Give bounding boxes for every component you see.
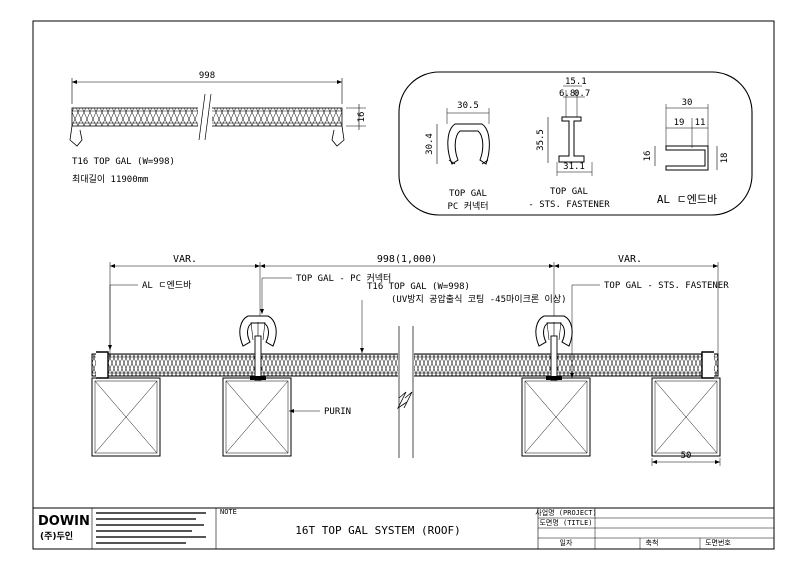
title-block: DOWIN (주)두인 NOTE 16T TOP GAL SYSTEM (ROO… <box>33 507 774 549</box>
end-bar-label: AL ㄷ엔드바 <box>657 193 717 206</box>
drawing-number-label: 도면번호 <box>705 538 731 547</box>
end-bar-w1-dim: 19 <box>674 118 685 128</box>
sheet-border <box>32 20 775 550</box>
callout-sheet-2: (UV방지 공압출식 코팅 -45마이크론 이상) <box>391 293 567 305</box>
section-pc-connector-left <box>239 315 277 381</box>
dim-50: 50 <box>681 451 692 461</box>
pc-connector-detail: 30.5 30.4 TOP GAL PC 커넥터 <box>425 101 490 212</box>
var-right-dim: VAR. <box>618 254 642 265</box>
pc-label-2: PC 커넥터 <box>447 201 488 212</box>
callout-pc-connector: TOP GAL - PC 커넥터 <box>296 273 391 284</box>
note-label: NOTE <box>220 508 237 516</box>
company-logo: DOWIN <box>38 514 90 529</box>
fastener-width-dim: 31.1 <box>563 162 585 172</box>
end-bar-detail: 30 19 11 16 18 AL ㄷ엔드바 <box>643 98 730 206</box>
drawing-name-label: 도면명 (TITLE) <box>539 518 592 527</box>
profile-max-length: 최대길이 11900mm <box>72 174 148 185</box>
pc-width-dim: 30.5 <box>457 101 479 111</box>
end-bar-h-left-dim: 16 <box>643 151 653 162</box>
fastener-height-dim: 35.5 <box>536 129 546 151</box>
detail-box: 30.5 30.4 TOP GAL PC 커넥터 15.1 6.8 0.7 35… <box>398 71 753 216</box>
pc-label-1: TOP GAL <box>449 189 487 199</box>
scale-label: 축척 <box>646 538 659 547</box>
end-bar-w2-dim: 11 <box>695 118 706 128</box>
profile-name: T16 TOP GAL (W=998) <box>72 157 175 167</box>
profile-width-dim: 998 <box>199 71 215 81</box>
company-logo-korean: (주)두인 <box>40 531 73 542</box>
project-label: 사업명 (PROJECT) <box>535 508 596 517</box>
fastener-label-2: - STS. FASTENER <box>528 200 610 210</box>
fastener-top-dim: 15.1 <box>565 77 587 87</box>
var-left-dim: VAR. <box>173 254 197 265</box>
end-bar-width-dim: 30 <box>682 98 693 108</box>
fastener-mid-a: 6.8 <box>559 89 575 99</box>
fastener-mid-b: 0.7 <box>574 89 590 99</box>
roof-section-view: VAR. 998(1,000) VAR. <box>91 254 729 466</box>
callout-sheet-1: T16 TOP GAL (W=998) <box>367 282 470 292</box>
callout-end-bar: AL ㄷ엔드바 <box>142 280 192 291</box>
drawing-title: 16T TOP GAL SYSTEM (ROOF) <box>295 524 461 537</box>
callout-fastener: TOP GAL - STS. FASTENER <box>604 281 729 291</box>
end-bar-h-right-dim: 18 <box>720 153 730 164</box>
section-width-dim: 998(1,000) <box>377 254 437 265</box>
callout-purin: PURIN <box>324 407 351 417</box>
fastener-detail: 15.1 6.8 0.7 35.5 31.1 TOP GAL - STS. FA… <box>528 77 610 210</box>
fastener-label-1: TOP GAL <box>550 187 588 197</box>
profile-height-dim: 16 <box>357 112 367 123</box>
section-pc-connector-right <box>535 315 573 381</box>
date-label: 일자 <box>560 538 573 547</box>
sheet-profile-view: 998 16 T16 TOP GAL (W=998) 최대길이 11900mm <box>69 71 367 185</box>
pc-height-dim: 30.4 <box>425 133 435 155</box>
